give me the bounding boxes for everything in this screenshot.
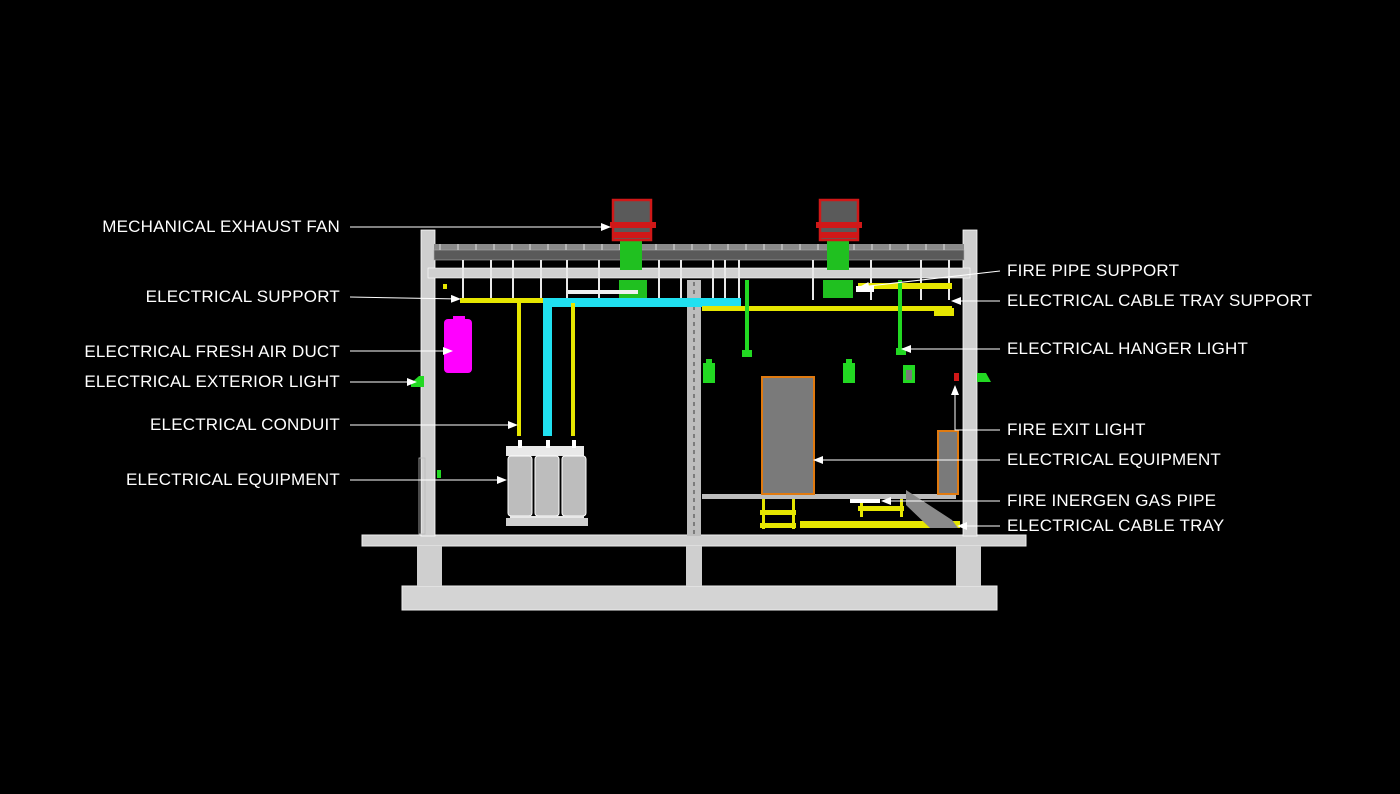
- label-electrical-support: ELECTRICAL SUPPORT: [145, 287, 340, 306]
- roof-beam: [427, 267, 971, 279]
- raised-floor: [702, 494, 956, 499]
- conduit-left: [517, 303, 521, 436]
- label-mechanical-exhaust-fan: MECHANICAL EXHAUST FAN: [102, 217, 340, 236]
- label-fire-pipe-support: FIRE PIPE SUPPORT: [1007, 261, 1180, 280]
- ceiling-hangers: [462, 260, 950, 300]
- exterior-light-right: [977, 373, 991, 382]
- leader-lines-right: [813, 270, 1001, 530]
- label-electrical-conduit: ELECTRICAL CONDUIT: [150, 415, 340, 434]
- conduit-right: [571, 303, 575, 436]
- label-electrical-fresh-air-duct: ELECTRICAL FRESH AIR DUCT: [84, 342, 340, 361]
- cyan-duct-vertical: [543, 298, 552, 436]
- label-electrical-equipment-left: ELECTRICAL EQUIPMENT: [125, 470, 340, 489]
- hanger-light-1: [703, 363, 715, 383]
- label-electrical-hanger-light: ELECTRICAL HANGER LIGHT: [1007, 339, 1249, 358]
- equipment-cabinet-small: [937, 430, 959, 495]
- transformer-equipment: [506, 440, 588, 526]
- inergen-gas-pipe: [906, 490, 958, 528]
- exhaust-fan-left: [610, 198, 656, 298]
- label-electrical-cable-tray: ELECTRICAL CABLE TRAY: [1007, 516, 1225, 535]
- label-electrical-equipment-right: ELECTRICAL EQUIPMENT: [1007, 450, 1222, 469]
- center-partition: [687, 280, 701, 536]
- lower-cable-tray: [760, 510, 796, 515]
- right-column-base: [956, 546, 981, 586]
- label-electrical-exterior-light: ELECTRICAL EXTERIOR LIGHT: [84, 372, 340, 391]
- foundation-slab: [401, 585, 998, 611]
- cyan-duct-horizontal: [545, 298, 741, 307]
- right-cable-tray-upper: [702, 306, 952, 311]
- left-column: [417, 546, 442, 586]
- hanger-light-2: [843, 363, 855, 383]
- roof-top: [434, 244, 964, 250]
- label-fire-exit-light: FIRE EXIT LIGHT: [1007, 420, 1146, 439]
- roof-insulation: [433, 249, 965, 261]
- label-fire-inergen-gas-pipe: FIRE INERGEN GAS PIPE: [1007, 491, 1217, 510]
- floor-slab: [361, 534, 1027, 547]
- exhaust-fan-right: [816, 198, 862, 298]
- equipment-cabinet-large: [761, 376, 815, 495]
- label-electrical-cable-tray-support: ELECTRICAL CABLE TRAY SUPPORT: [1007, 291, 1313, 310]
- fresh-air-duct: [444, 319, 472, 373]
- leader-lines-left: [349, 223, 611, 484]
- center-column-base: [686, 546, 702, 586]
